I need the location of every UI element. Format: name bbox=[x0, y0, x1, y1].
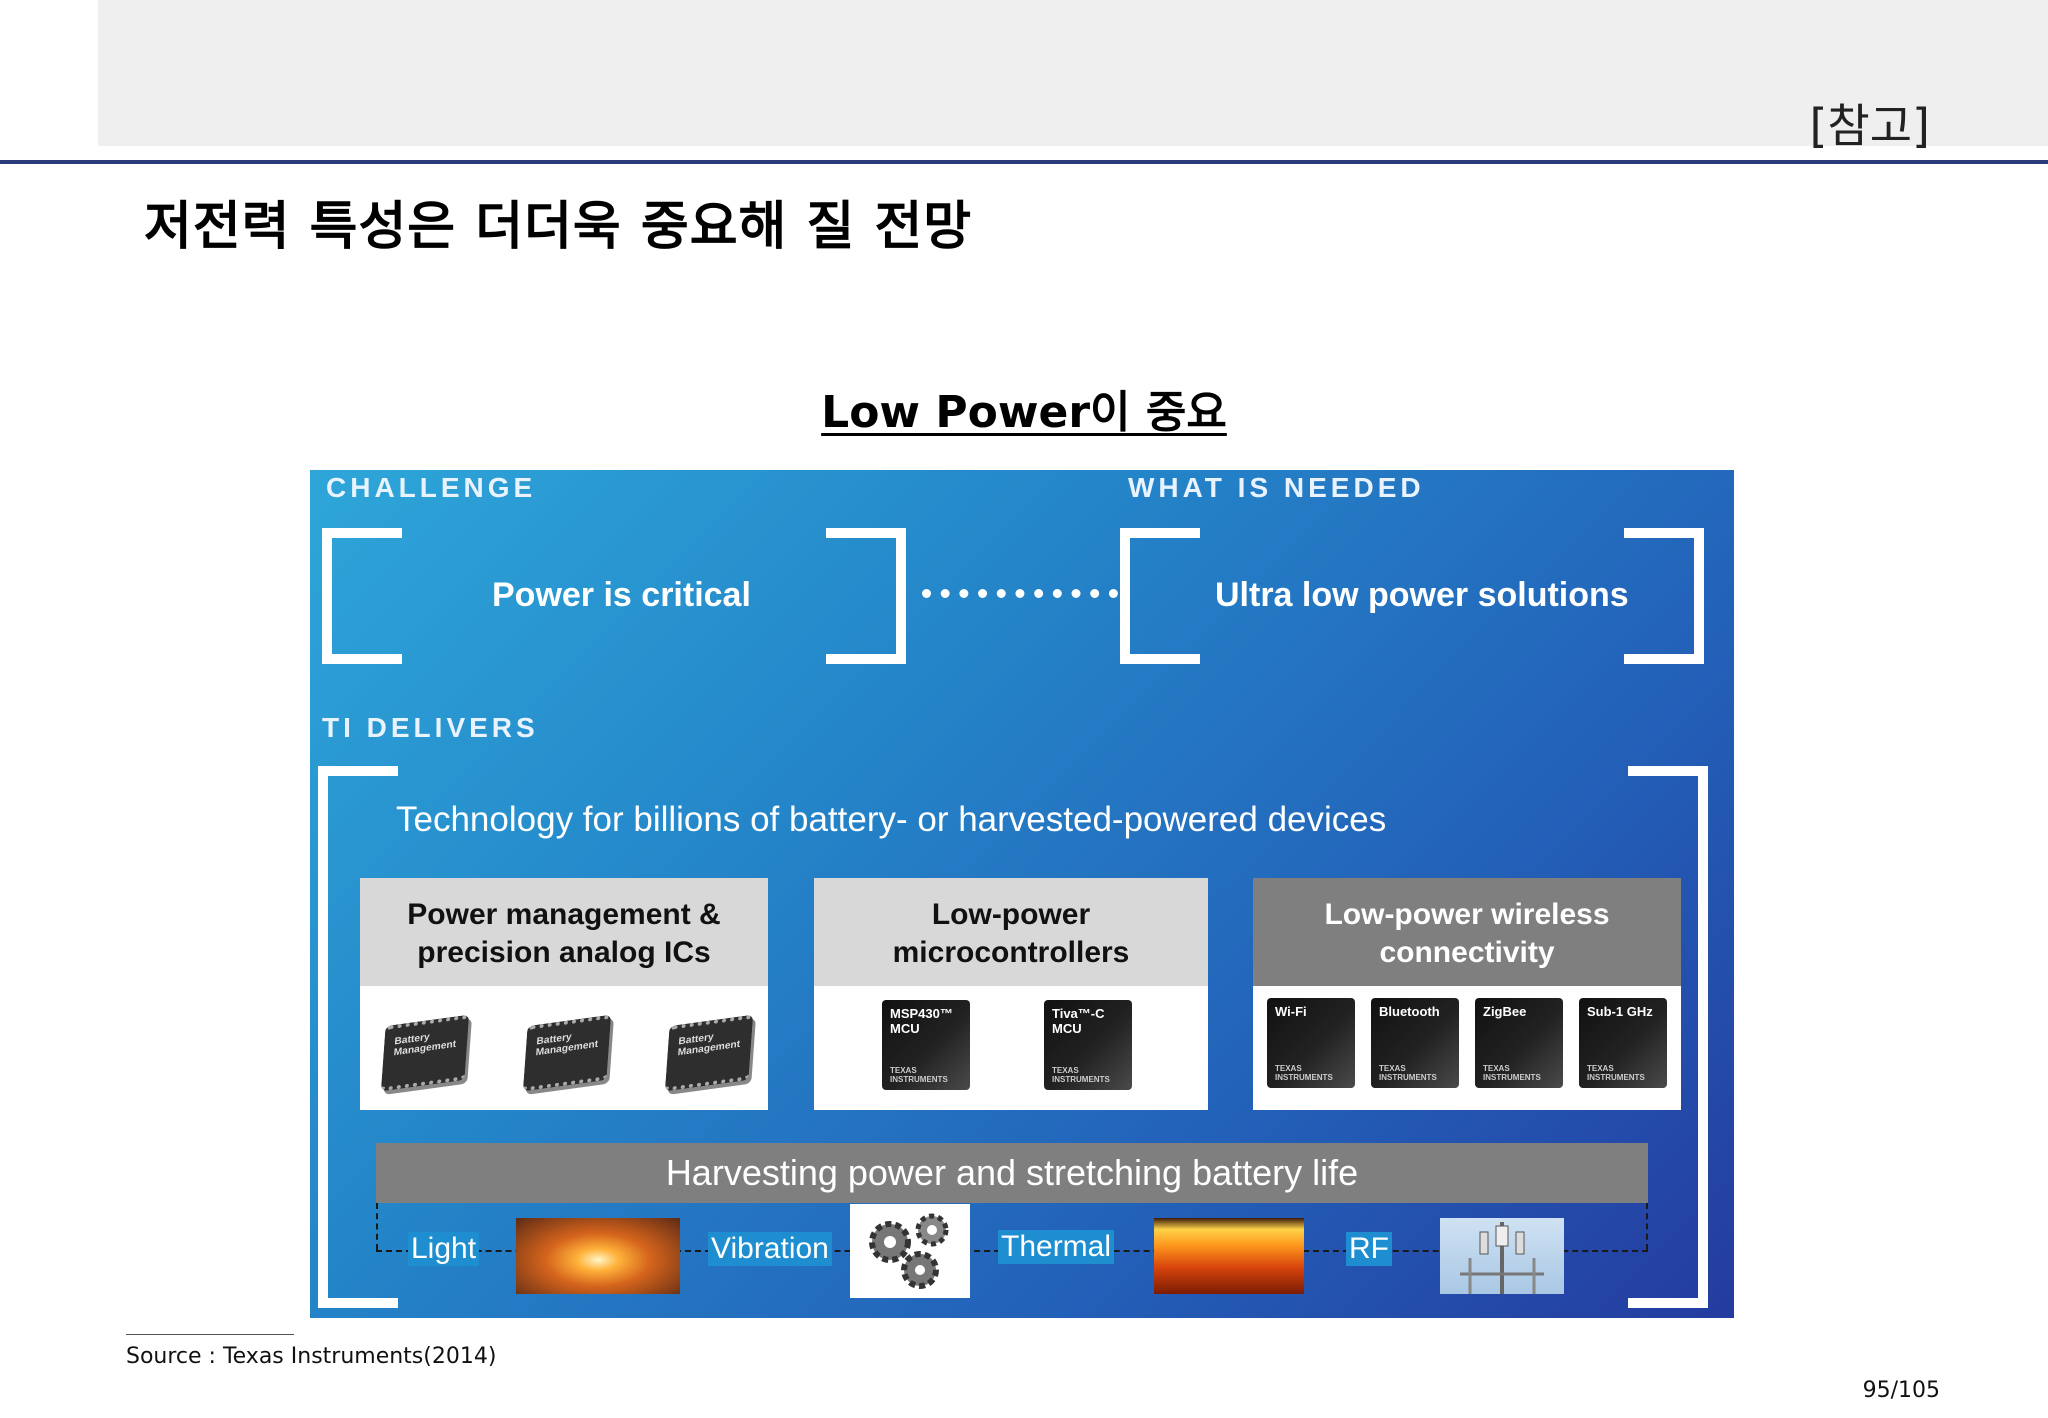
harvest-banner: Harvesting power and stretching battery … bbox=[376, 1143, 1648, 1203]
challenge-label: CHALLENGE bbox=[326, 472, 537, 503]
source-rf: RF bbox=[1346, 1232, 1392, 1266]
needed-label: WHAT IS NEEDED bbox=[1128, 472, 1425, 503]
needed-text: Ultra low power solutions bbox=[1215, 576, 1629, 614]
page-number: 95/105 bbox=[1862, 1378, 1940, 1403]
delivers-label: TI DELIVERS bbox=[322, 712, 539, 743]
chip-label: Battery Management bbox=[677, 1031, 741, 1059]
harvest-dashed-right bbox=[1646, 1203, 1648, 1250]
chip-label: ZigBee bbox=[1483, 1004, 1527, 1019]
chip-label: Battery Management bbox=[535, 1031, 599, 1059]
fire-image bbox=[1154, 1218, 1304, 1294]
chip-brand: TEXAS INSTRUMENTS bbox=[1379, 1064, 1437, 1082]
card-header: Low-power microcontrollers bbox=[814, 878, 1208, 986]
reference-tag: [참고] bbox=[1809, 99, 1930, 153]
source-thermal: Thermal bbox=[998, 1230, 1115, 1264]
card-title-line2: microcontrollers bbox=[892, 936, 1130, 969]
ti-infographic: CHALLENGE WHAT IS NEEDED Power is critic… bbox=[310, 470, 1734, 1318]
challenge-bracket-right bbox=[826, 528, 906, 664]
source-citation: Source : Texas Instruments(2014) bbox=[126, 1344, 497, 1369]
card-title-line1: Low-power bbox=[931, 898, 1091, 931]
slide-title: 저전력 특성은 더더욱 중요해 질 전망 bbox=[144, 197, 973, 257]
card-title-line1: Power management & bbox=[407, 898, 721, 931]
card-title-line2: precision analog ICs bbox=[417, 936, 711, 969]
chip-image: Battery Management bbox=[522, 1014, 612, 1092]
slide-subtitle: Low Power이 중요 bbox=[0, 376, 2048, 440]
cell-tower-image bbox=[1440, 1218, 1564, 1294]
chip-image: Battery Management bbox=[380, 1014, 470, 1092]
subtitle-text: Low Power이 중요 bbox=[821, 387, 1227, 438]
card-title-line2: connectivity bbox=[1379, 936, 1555, 969]
chip-label: MSP430™ MCU bbox=[890, 1006, 953, 1036]
card-microcontrollers: Low-power microcontrollers MSP430™ MCU TE… bbox=[814, 878, 1208, 1110]
mcu-chip: MSP430™ MCU TEXAS INSTRUMENTS bbox=[882, 1000, 970, 1090]
chip-image: Battery Management bbox=[664, 1014, 754, 1092]
chip-brand: TEXAS INSTRUMENTS bbox=[1587, 1064, 1645, 1082]
chip-label: Wi-Fi bbox=[1275, 1004, 1307, 1019]
chip-label: Battery Management bbox=[393, 1031, 457, 1059]
header-band bbox=[98, 0, 2048, 146]
card-power-management: Power management & precision analog ICs … bbox=[360, 878, 768, 1110]
delivers-bracket-right bbox=[1628, 766, 1708, 1308]
chip-label: Sub-1 GHz bbox=[1587, 1004, 1653, 1019]
antenna-icon bbox=[1460, 1222, 1544, 1294]
card-header: Power management & precision analog ICs bbox=[360, 878, 768, 986]
chip-brand: TEXAS INSTRUMENTS bbox=[1483, 1064, 1541, 1082]
chip-brand: TEXAS INSTRUMENTS bbox=[1275, 1064, 1333, 1082]
chip-label: Bluetooth bbox=[1379, 1004, 1440, 1019]
source-light: Light bbox=[408, 1232, 480, 1266]
harvest-dashed-left bbox=[376, 1203, 378, 1250]
technology-line: Technology for billions of battery- or h… bbox=[396, 800, 1387, 839]
delivers-bracket-left bbox=[318, 766, 398, 1308]
chip-brand: TEXAS INSTRUMENTS bbox=[1052, 1066, 1110, 1084]
needed-bracket-left bbox=[1120, 528, 1200, 664]
challenge-text: Power is critical bbox=[492, 576, 751, 614]
sunset-image bbox=[516, 1218, 680, 1294]
mcu-chip: Tiva™-C MCU TEXAS INSTRUMENTS bbox=[1044, 1000, 1132, 1090]
needed-bracket-right bbox=[1624, 528, 1704, 664]
dotted-connector bbox=[922, 589, 1118, 598]
gears-icon bbox=[869, 1213, 949, 1289]
card-header: Low-power wireless connectivity bbox=[1253, 878, 1681, 986]
header-rule bbox=[0, 160, 2048, 164]
chip-brand: TEXAS INSTRUMENTS bbox=[890, 1066, 948, 1084]
chip-label: Tiva™-C MCU bbox=[1052, 1006, 1105, 1036]
challenge-bracket-left bbox=[322, 528, 402, 664]
source-vibration: Vibration bbox=[708, 1232, 832, 1266]
card-title-line1: Low-power wireless bbox=[1324, 898, 1610, 931]
source-divider bbox=[126, 1334, 294, 1335]
gears-image bbox=[850, 1204, 970, 1298]
